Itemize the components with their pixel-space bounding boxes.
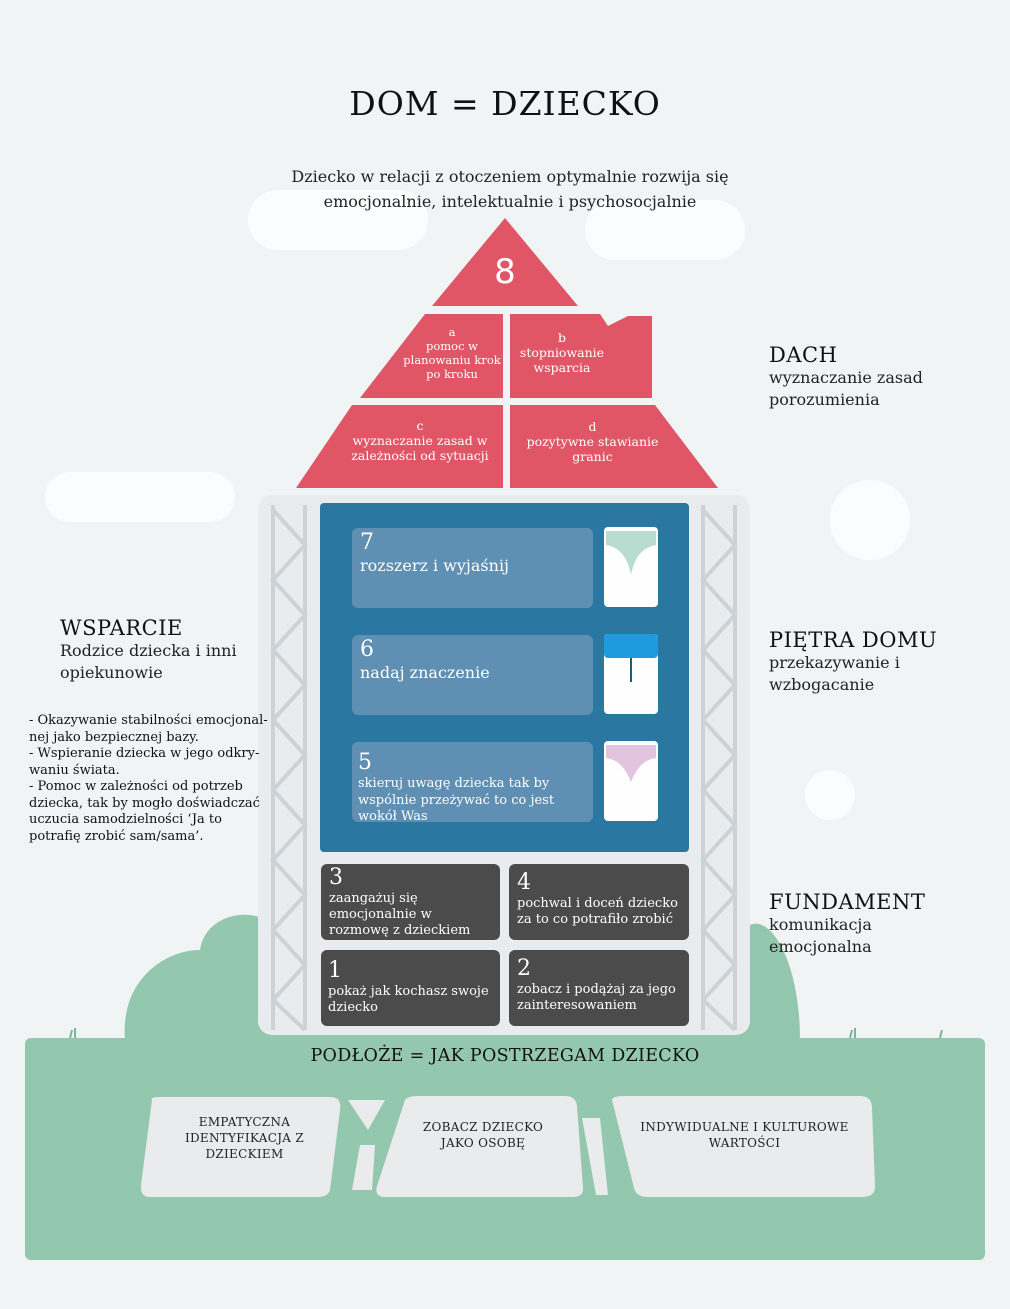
label-dach-head: DACH [769, 343, 838, 367]
ground-stones [140, 1096, 876, 1197]
roof-top-8 [432, 218, 578, 306]
floor-5: 5 skieruj uwagę dziecka tak by wspólnie … [352, 742, 593, 824]
roof-text-b: stopniowanie wsparcia [519, 345, 605, 375]
foundation-3-text: zaangażuj się emocjonalnie w rozmowę z d… [329, 891, 471, 938]
label-fundament: FUNDAMENT komunikacja emocjonalna [769, 890, 989, 958]
foundation-4-text: pochwal i doceń dziecko za to co potrafi… [517, 896, 678, 927]
foundation-3-number: 3 [329, 865, 343, 890]
foundation-1-text: pokaż jak kochasz swoje dziecko [328, 984, 489, 1015]
roof-letter-d: d [588, 419, 597, 434]
foundation-3: 3 zaangażuj się emocjonalnie w rozmowę z… [321, 864, 500, 940]
scaffold-right [700, 505, 738, 1032]
roof-item-c: c wyznaczanie zasad w zależności od sytu… [340, 418, 500, 463]
label-wsparcie-head: WSPARCIE [60, 616, 183, 640]
roof-item-d: d pozytywne stawianie granic [515, 419, 670, 464]
label-dach-sub: wyznaczanie zasad porozumienia [769, 368, 923, 409]
floor-7: 7 rozszerz i wyjaśnij [352, 528, 593, 608]
foundation-1: 1 pokaż jak kochasz swoje dziecko [321, 950, 500, 1026]
foundation-2-text: zobacz i podążaj za jego zainteresowanie… [517, 982, 676, 1013]
cloud [585, 200, 745, 260]
scaffold-left [270, 505, 308, 1032]
label-pietra: PIĘTRA DOMU przekazywanie i wzbogacanie [769, 628, 989, 696]
foundation-2: 2 zobacz i podążaj za jego zainteresowan… [509, 950, 689, 1026]
roof [296, 218, 718, 488]
floor-7-text: rozszerz i wyjaśnij [360, 556, 510, 575]
foundation-4: 4 pochwal i doceń dziecko za to co potra… [509, 864, 689, 940]
cloud [45, 472, 235, 522]
page-subtitle: Dziecko w relacji z otoczeniem optymalni… [291, 167, 729, 211]
roof-letter-a: a [448, 325, 456, 339]
roof-text-a: pomoc w planowaniu krok po kroku [403, 339, 501, 381]
roof-letter-b: b [557, 330, 566, 345]
floor-6-text: nadaj znaczenie [360, 663, 490, 682]
floor-6: 6 nadaj znaczenie [352, 635, 593, 715]
label-pietra-sub: przekazywanie i wzbogacanie [769, 653, 900, 694]
floor-5-text: skieruj uwagę dziecka tak by wspólnie pr… [358, 776, 555, 824]
floor-5-number: 5 [358, 750, 372, 775]
stone-label-3: INDYWIDUALNE I KULTUROWE WARTOŚCI [640, 1120, 849, 1150]
label-dach: DACH wyznaczanie zasad porozumienia [769, 343, 969, 411]
stone-label-1: EMPATYCZNA IDENTYFIKACJA Z DZIECKIEM [184, 1115, 305, 1161]
label-fundament-sub: komunikacja emocjonalna [769, 915, 872, 956]
stone-small-1 [348, 1100, 385, 1130]
stone-label-2: ZOBACZ DZIECKO JAKO OSOBĘ [422, 1120, 544, 1150]
support-item: - Okazywanie stabilności emocjonal-nej j… [29, 713, 268, 745]
roof-item-b: b stopniowanie wsparcia [512, 330, 612, 375]
roof-item-a: a pomoc w planowaniu krok po kroku [403, 325, 501, 381]
roof-tile-a [360, 314, 503, 398]
stone-1 [140, 1097, 341, 1197]
cloud [248, 190, 428, 250]
label-wsparcie-sub: Rodzice dziecka i inni opiekunowie [60, 641, 237, 682]
stone-small-2 [352, 1145, 375, 1190]
window-7 [604, 527, 658, 607]
roof-letter-c: c [416, 418, 424, 433]
foundation-1-number: 1 [328, 958, 342, 983]
grass-tufts [69, 1028, 943, 1039]
stone-3 [612, 1096, 876, 1197]
roof-tile-d [510, 405, 718, 488]
ground-title: PODŁOŻE = JAK POSTRZEGAM DZIECKO [310, 1046, 700, 1066]
support-item: - Pomoc w zależności od potrzeb dziecka,… [29, 779, 260, 844]
page-title: DOM = DZIECKO [349, 84, 661, 123]
foundation-4-number: 4 [517, 870, 531, 895]
support-item: - Wspieranie dziecka w jego odkry-waniu … [29, 746, 260, 778]
floor-7-number: 7 [360, 530, 374, 555]
support-list: - Okazywanie stabilności emocjonal-nej j… [29, 713, 273, 845]
foundation-2-number: 2 [517, 956, 531, 981]
roof-tile-b [510, 314, 652, 398]
label-fundament-head: FUNDAMENT [769, 890, 926, 914]
window-5 [604, 741, 658, 821]
window-6 [604, 634, 658, 714]
roof-text-c: wyznaczanie zasad w zależności od sytuac… [351, 433, 489, 463]
stone-2 [376, 1096, 584, 1197]
label-wsparcie: WSPARCIE Rodzice dziecka i inni opiekuno… [60, 616, 260, 684]
label-pietra-head: PIĘTRA DOMU [769, 628, 938, 652]
roof-number-8: 8 [494, 252, 516, 292]
floor-6-number: 6 [360, 637, 374, 662]
cloud [830, 480, 910, 560]
roof-tile-c [296, 405, 503, 488]
stone-small-3 [582, 1118, 608, 1195]
roof-text-d: pozytywne stawianie granic [526, 434, 659, 464]
cloud [805, 770, 855, 820]
